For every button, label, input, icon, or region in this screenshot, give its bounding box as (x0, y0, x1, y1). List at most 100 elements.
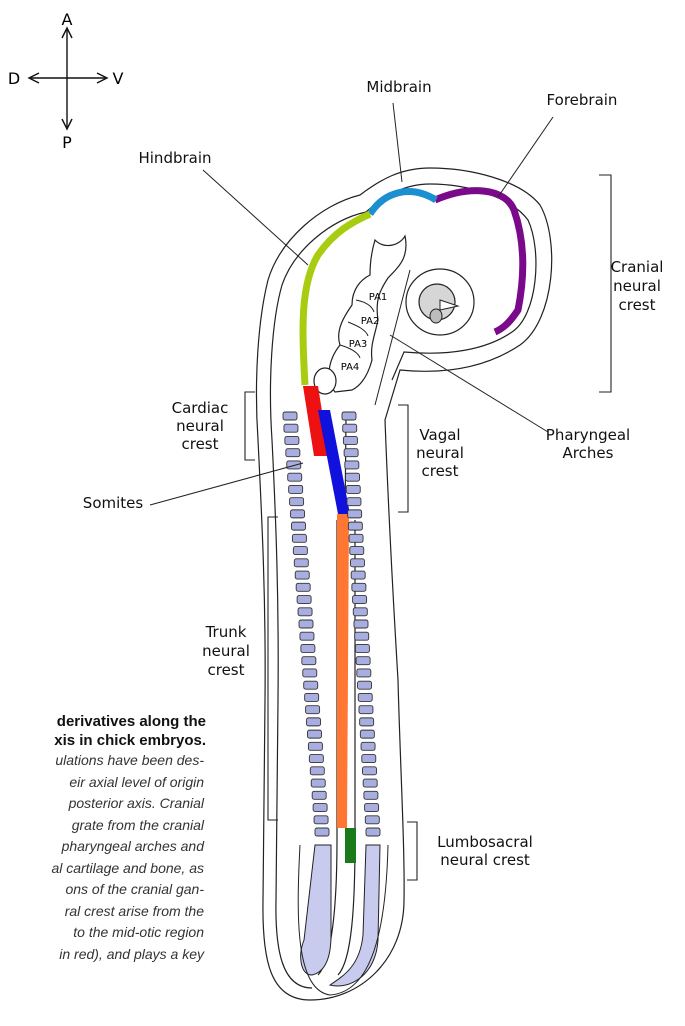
cranial-crest-label-1: Cranial (611, 258, 664, 276)
somite (347, 498, 361, 506)
somite (313, 804, 327, 812)
cardiac-bracket (245, 392, 255, 460)
somite (286, 449, 300, 457)
caption-title-line-1: derivatives along the (0, 712, 206, 731)
pa4-label: PA4 (341, 362, 360, 373)
somite (305, 693, 319, 701)
caption-body-line-1: ulations have been des- (0, 750, 204, 772)
somite (291, 510, 305, 518)
somite (366, 828, 380, 836)
somite (288, 473, 302, 481)
somite (297, 596, 311, 604)
caption-body-line-8: ral crest arise from the (0, 901, 204, 923)
somite (358, 681, 372, 689)
caption-body-line-4: grate from the cranial (0, 815, 204, 837)
somite (350, 547, 364, 555)
somite (354, 620, 368, 628)
pharyngeal-arches-label-2: Arches (563, 444, 614, 462)
anterior-label: A (62, 10, 73, 29)
trunk-crest-band (337, 514, 349, 828)
somite (348, 510, 362, 518)
dorsal-label: D (8, 69, 20, 88)
somite (304, 681, 318, 689)
caption-body-line-2: eir axial level of origin (0, 772, 204, 794)
somite (283, 412, 297, 420)
cranial-bracket (599, 175, 611, 392)
somite (361, 742, 375, 750)
vagal-crest-label-1: Vagal (419, 426, 460, 444)
presomitic-mesoderm (301, 845, 331, 975)
somite (349, 534, 363, 542)
somite (289, 485, 303, 493)
vagal-crest-label-3: crest (421, 462, 458, 480)
caption-body-line-7: ons of the cranial gan- (0, 879, 204, 901)
cranial-crest-label-2: neural (613, 277, 661, 295)
somite (301, 644, 315, 652)
pa1-label: PA1 (369, 292, 388, 303)
somite (296, 583, 310, 591)
somite (314, 816, 328, 824)
somite (348, 522, 362, 530)
somite (293, 547, 307, 555)
lumbosacral-bracket (407, 822, 417, 880)
somite (345, 461, 359, 469)
somite (310, 767, 324, 775)
somite (362, 755, 376, 763)
caption-body-line-3: posterior axis. Cranial (0, 793, 204, 815)
ventral-label: V (113, 69, 124, 88)
posterior-label: P (62, 133, 72, 152)
somites-left-column (283, 412, 329, 836)
somite (295, 571, 309, 579)
somite (363, 779, 377, 787)
somite (360, 730, 374, 738)
somite (355, 632, 369, 640)
somite (365, 804, 379, 812)
forebrain-label: Forebrain (547, 91, 618, 109)
somite (291, 522, 305, 530)
vagal-crest-label-2: neural (416, 444, 464, 462)
somite (308, 742, 322, 750)
somite (307, 718, 321, 726)
somite (359, 706, 373, 714)
somite (350, 559, 364, 567)
cardiac-crest-label-3: crest (181, 435, 218, 453)
trunk-crest-label-2: neural (202, 642, 250, 660)
orientation-compass (29, 28, 107, 129)
somite (315, 828, 329, 836)
cardiac-crest-label-2: neural (176, 417, 224, 435)
cranial-crest-label-3: crest (618, 296, 655, 314)
somite (344, 449, 358, 457)
somite (306, 706, 320, 714)
caption-body-line-6: al cartilage and bone, as (0, 858, 204, 880)
somite (355, 644, 369, 652)
somite (362, 767, 376, 775)
somite (312, 791, 326, 799)
caption-body-line-5: pharyngeal arches and (0, 836, 204, 858)
somites-label: Somites (83, 494, 144, 512)
somite (309, 755, 323, 763)
somite (343, 436, 357, 444)
midbrain-crest-band (370, 192, 436, 214)
pa2-label: PA2 (361, 316, 380, 327)
lumbosacral-crest-band (345, 828, 356, 863)
somite (311, 779, 325, 787)
somite (292, 534, 306, 542)
somite (287, 461, 301, 469)
trunk-crest-label-3: crest (207, 661, 244, 679)
lumbosacral-crest-label-1: Lumbosacral (437, 833, 533, 851)
somite (358, 693, 372, 701)
vagal-bracket (398, 405, 408, 512)
somite (364, 791, 378, 799)
somite (352, 583, 366, 591)
somite (360, 718, 374, 726)
somite (357, 669, 371, 677)
somite (353, 596, 367, 604)
somite (356, 657, 370, 665)
somite (299, 620, 313, 628)
somite (346, 473, 360, 481)
trunk-crest-label-1: Trunk (205, 623, 247, 641)
cardiac-crest-label-1: Cardiac (172, 399, 229, 417)
somite (365, 816, 379, 824)
somite (302, 657, 316, 665)
lumbosacral-crest-label-2: neural crest (440, 851, 530, 869)
